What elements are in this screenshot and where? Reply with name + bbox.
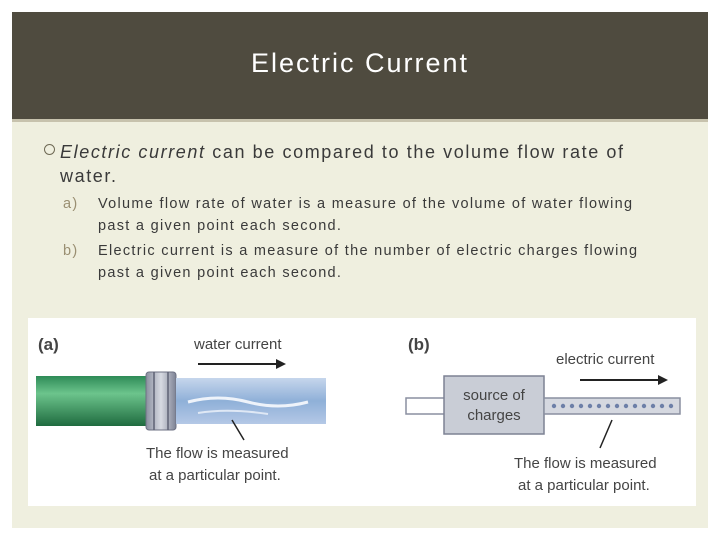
charge-dot <box>623 403 629 409</box>
water-current-label: water current <box>193 336 282 353</box>
electric-current-label: electric current <box>556 351 655 368</box>
panel-a-caption-line2: at a particular point. <box>149 467 281 484</box>
flow-figure-svg: (a) water current The flow is measured a… <box>36 335 681 494</box>
panel-a-pointer <box>231 419 245 441</box>
subpoint-b: b) Electric current is a measure of the … <box>63 240 658 284</box>
charge-dot <box>551 403 557 409</box>
source-box-line2: charges <box>467 407 520 424</box>
panel-b-pointer <box>599 419 613 449</box>
panel-b-tag: (b) <box>408 335 430 354</box>
charge-dot <box>632 403 638 409</box>
charge-dot <box>578 403 584 409</box>
source-box-line1: source of <box>463 387 526 404</box>
title-divider <box>12 119 708 122</box>
subpoint-a: a) Volume flow rate of water is a measur… <box>63 193 658 237</box>
water-current-arrowhead <box>276 359 286 369</box>
subpoint-a-text: Volume flow rate of water is a measure o… <box>98 196 634 234</box>
subpoint-a-label: a) <box>63 196 79 212</box>
charge-dot <box>596 403 602 409</box>
panel-b-caption-line2: at a particular point. <box>518 477 650 494</box>
title-bar: Electric Current <box>12 12 708 119</box>
charge-dot <box>605 403 611 409</box>
slide-title: Electric Current <box>250 48 470 78</box>
subpoint-b-label: b) <box>63 243 79 259</box>
charge-dot <box>587 403 593 409</box>
main-bullet-text: Electric current can be compared to the … <box>44 140 684 188</box>
wire-left <box>405 397 447 415</box>
water-stream <box>176 378 326 424</box>
main-bullet: Electric current can be compared to the … <box>44 140 684 188</box>
charge-dot <box>650 403 656 409</box>
water-highlight-2 <box>197 409 269 415</box>
charge-dots <box>551 403 674 409</box>
pipe-collar <box>145 371 177 431</box>
charge-dot <box>614 403 620 409</box>
panel-a-tag: (a) <box>38 335 59 354</box>
bullet-circle-icon <box>44 144 55 155</box>
subpoint-b-text: Electric current is a measure of the num… <box>98 243 639 281</box>
water-highlight <box>187 396 309 408</box>
source-of-charges-box <box>443 375 545 435</box>
charge-dot <box>560 403 566 409</box>
charge-dot <box>668 403 674 409</box>
panel-a-caption-line1: The flow is measured <box>146 445 289 462</box>
bullet-emphasis: Electric current <box>60 142 206 162</box>
flow-figure: (a) water current The flow is measured a… <box>28 318 696 506</box>
charge-dot <box>641 403 647 409</box>
wire-right <box>543 397 681 415</box>
electric-current-arrowhead <box>658 375 668 385</box>
charge-dot <box>659 403 665 409</box>
charge-dot <box>569 403 575 409</box>
green-pipe <box>36 376 152 426</box>
panel-b-caption-line1: The flow is measured <box>514 455 657 472</box>
bullet-rest: can be compared to the volume flow rate … <box>60 142 625 186</box>
